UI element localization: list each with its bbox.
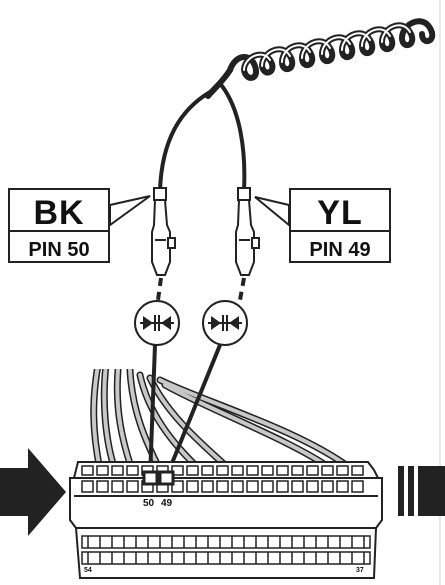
twisted-pair-coil [205,18,436,99]
connector-corner-number-right: 37 [356,567,364,574]
mating-connector-stub [398,466,445,516]
connector-corner-number-left: 54 [84,567,92,574]
wire-yl [220,84,247,192]
wire-color-code-bk: BK [33,194,85,232]
label-divider [291,230,389,232]
pierce-tap-right [202,300,248,346]
connector-pin-number-50: 50 [143,498,155,509]
probe-line-50 [148,344,157,479]
harness-fade [80,355,200,369]
wire-bk-dashed [156,277,163,301]
wire-yl-dashed [238,277,246,301]
pin-row-top [81,465,364,476]
label-divider [10,230,108,232]
wire-pin-label-bk: PIN 50 [28,239,90,261]
pin-49-highlight [158,470,175,486]
probe-line-49 [164,344,222,479]
wire-bk [158,90,212,192]
terminal-yl [235,187,260,276]
pin-50-highlight [142,470,159,486]
pin-row-lower-a [81,535,371,549]
twisted-pair-coil-inner [243,24,411,71]
wire-label-yl: YL PIN 49 [289,188,391,263]
terminal-bk [151,187,176,276]
harness-wires-fill [91,363,352,472]
callout-pointer-yl [254,196,290,228]
connector-pin-number-49: 49 [161,498,173,509]
wire-pin-label-yl: PIN 49 [309,239,371,261]
wire-label-bk: BK PIN 50 [8,188,110,263]
wire-color-code-yl: YL [317,194,363,232]
pierce-tap-left [134,300,180,346]
callout-pointer-bk [109,195,151,227]
arrow-right-icon [0,448,66,536]
pin-row-lower-b [81,551,371,565]
